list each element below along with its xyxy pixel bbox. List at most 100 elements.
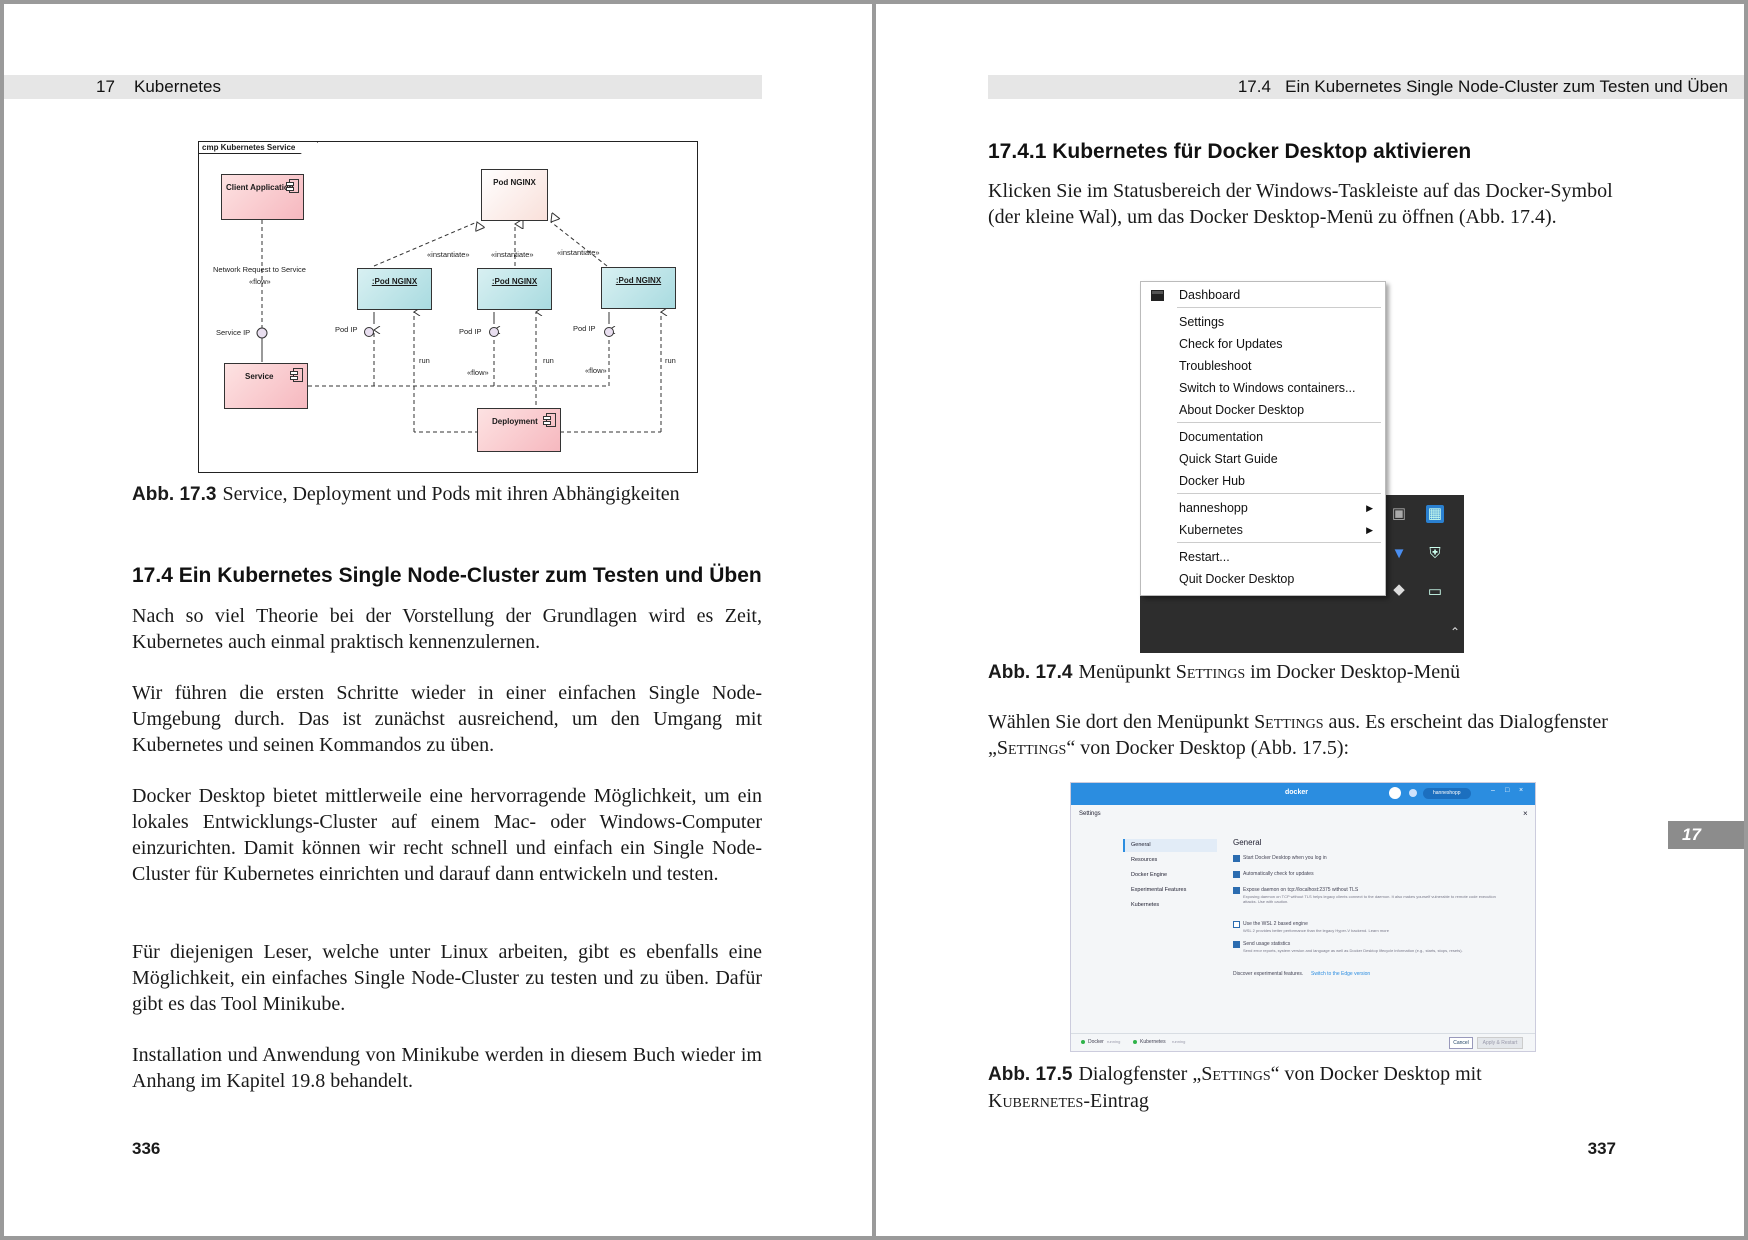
caption-number: Abb. 17.5 (988, 1064, 1073, 1085)
uml-flow-label: «flow» (585, 366, 607, 375)
menu-item-quit[interactable]: Quit Docker Desktop (1179, 572, 1295, 586)
menu-item-documentation[interactable]: Documentation (1179, 430, 1264, 444)
status-kubernetes-state: running (1172, 1039, 1186, 1044)
caption-number: Abb. 17.3 (132, 484, 217, 505)
uml-flow-label: «flow» (249, 277, 271, 286)
right-page: 17.4 Ein Kubernetes Single Node-Cluster … (876, 4, 1744, 1236)
nav-docker-engine[interactable]: Docker Engine (1131, 872, 1168, 878)
uml-component-diagram: cmp Kubernetes Service Client Applicatio… (198, 141, 698, 473)
maximize-icon[interactable]: □ (1505, 787, 1510, 794)
docker-whale-icon: ◆ (1393, 582, 1405, 598)
menu-separator (1177, 307, 1381, 308)
panel-title: General (1233, 838, 1262, 847)
caption-text: “ von Docker Desktop mit (1270, 1063, 1482, 1085)
option-label: Automatically check for updates (1243, 871, 1314, 877)
uml-pod-ip-label: Pod IP (459, 327, 482, 336)
uml-run-label: run (543, 356, 554, 365)
caption-text: Service, Deployment und Pods mit ihren A… (222, 483, 680, 505)
uml-service-ip-label: Service IP (216, 328, 251, 337)
status-docker-state: running (1107, 1039, 1121, 1044)
caption-small-caps: Settings (1175, 661, 1246, 683)
cancel-button[interactable]: Cancel (1449, 1037, 1473, 1049)
uml-service: Service (224, 363, 308, 409)
nav-resources[interactable]: Resources (1131, 857, 1158, 863)
uml-connectors (256, 142, 697, 433)
checkbox-auto-update[interactable] (1233, 871, 1240, 878)
body-paragraph: Wählen Sie dort den Menüpunkt Settings a… (988, 709, 1618, 761)
uml-client-application-label: Client Application (226, 183, 294, 192)
running-head-right: 17.4 Ein Kubernetes Single Node-Cluster … (988, 75, 1744, 99)
option-label: Expose daemon on tcp://localhost:2375 wi… (1243, 887, 1359, 893)
uml-pod-ip-label: Pod IP (573, 324, 596, 333)
menu-item-troubleshoot[interactable]: Troubleshoot (1179, 359, 1252, 373)
checkbox-expose-daemon[interactable] (1233, 887, 1240, 894)
uml-service-label: Service (245, 372, 274, 381)
menu-item-settings[interactable]: Settings (1179, 315, 1225, 329)
caption-text: im Docker Desktop-Menü (1245, 661, 1461, 683)
monitor-icon: ▭ (1427, 584, 1443, 600)
uml-pod-ip-label: Pod IP (335, 325, 358, 334)
uml-run-label: run (665, 356, 676, 365)
menu-item-kubernetes[interactable]: Kubernetes ▶ (1179, 520, 1379, 540)
user-badge[interactable]: hanneshopp (1423, 788, 1471, 799)
nav-selected-bg (1123, 839, 1217, 852)
body-paragraph: Wir führen die ersten Schritte wieder in… (132, 682, 762, 756)
page-number: 336 (132, 1139, 161, 1158)
checkbox-start-login[interactable] (1233, 855, 1240, 862)
uml-client-application: Client Application (221, 174, 304, 220)
uml-instantiate-label: «instantiate» (491, 250, 534, 259)
menu-item-quick-start[interactable]: Quick Start Guide (1179, 452, 1278, 466)
apply-restart-button[interactable]: Apply & Restart (1477, 1037, 1523, 1049)
docker-menu-screenshot: ▦ ⛨ ▭ ▣ ▼ ◆ ⌃ Dashboard Settings Check f… (1140, 281, 1468, 653)
minimize-icon[interactable]: – (1491, 787, 1495, 794)
docker-logo: docker (1285, 789, 1308, 796)
status-dot-kubernetes (1133, 1040, 1137, 1044)
docker-context-menu: Dashboard Settings Check for Updates Tro… (1140, 281, 1386, 596)
menu-item-restart[interactable]: Restart... (1179, 550, 1230, 564)
menu-item-user[interactable]: hanneshopp ▶ (1179, 498, 1379, 518)
checkbox-usage-stats[interactable] (1233, 941, 1240, 948)
menu-item-about[interactable]: About Docker Desktop (1179, 403, 1305, 417)
left-page: 17 Kubernetes (4, 4, 872, 1236)
subsection-heading: 17.4.1 Kubernetes für Docker Desktop akt… (988, 140, 1472, 163)
paragraph-text: aus. Es erscheint das Dialogfenster „ (988, 711, 1608, 759)
option-label: Start Docker Desktop when you log in (1243, 855, 1327, 861)
uml-instantiate-label: «instantiate» (427, 250, 470, 259)
body-paragraph: Installation und Anwendung von Minikube … (132, 1044, 762, 1092)
component-icon (286, 179, 299, 193)
nav-general[interactable]: General (1131, 842, 1151, 848)
chapter-title: Kubernetes (134, 77, 221, 96)
status-dot-docker (1081, 1040, 1085, 1044)
uml-run-label: run (419, 356, 430, 365)
gear-icon[interactable] (1389, 787, 1401, 799)
uml-deployment: Deployment (477, 408, 561, 452)
settings-title: Settings (1079, 811, 1101, 817)
menu-item-kubernetes-label: Kubernetes (1179, 523, 1243, 537)
paragraph-small-caps: Settings (996, 737, 1067, 759)
nav-kubernetes[interactable]: Kubernetes (1131, 902, 1160, 908)
component-icon (543, 413, 556, 427)
menu-item-switch-containers[interactable]: Switch to Windows containers... (1179, 381, 1356, 395)
paragraph-text: “ von Docker Desktop (Abb. 17.5): (1066, 737, 1350, 759)
uml-flow-label: «flow» (467, 368, 489, 377)
settings-close-icon[interactable]: × (1523, 809, 1528, 818)
body-paragraph: Für diejenigen Leser, welche unter Linux… (132, 941, 762, 1015)
menu-item-docker-hub[interactable]: Docker Hub (1179, 474, 1245, 488)
nav-experimental[interactable]: Experimental Features (1131, 887, 1187, 893)
menu-item-check-updates[interactable]: Check for Updates (1179, 337, 1283, 351)
uml-frame-label: cmp Kubernetes Service (199, 142, 319, 154)
caption-number: Abb. 17.4 (988, 662, 1073, 683)
close-icon[interactable]: × (1519, 787, 1524, 794)
running-head-right-text: 17.4 Ein Kubernetes Single Node-Cluster … (1238, 75, 1728, 99)
chevron-up-icon[interactable]: ⌃ (1449, 625, 1461, 639)
edge-version-link[interactable]: Switch to the Edge version (1311, 971, 1371, 977)
caption-small-caps: Settings (1201, 1063, 1271, 1085)
checkbox-wsl2[interactable] (1233, 921, 1240, 928)
menu-item-dashboard[interactable]: Dashboard (1179, 288, 1241, 302)
component-icon (290, 368, 303, 382)
bug-icon[interactable] (1409, 789, 1417, 797)
running-head-section-title: Ein Kubernetes Single Node-Cluster zum T… (1285, 77, 1728, 96)
caption-text: Dialogfenster „ (1078, 1063, 1202, 1085)
chevron-right-icon: ▶ (1366, 525, 1373, 535)
